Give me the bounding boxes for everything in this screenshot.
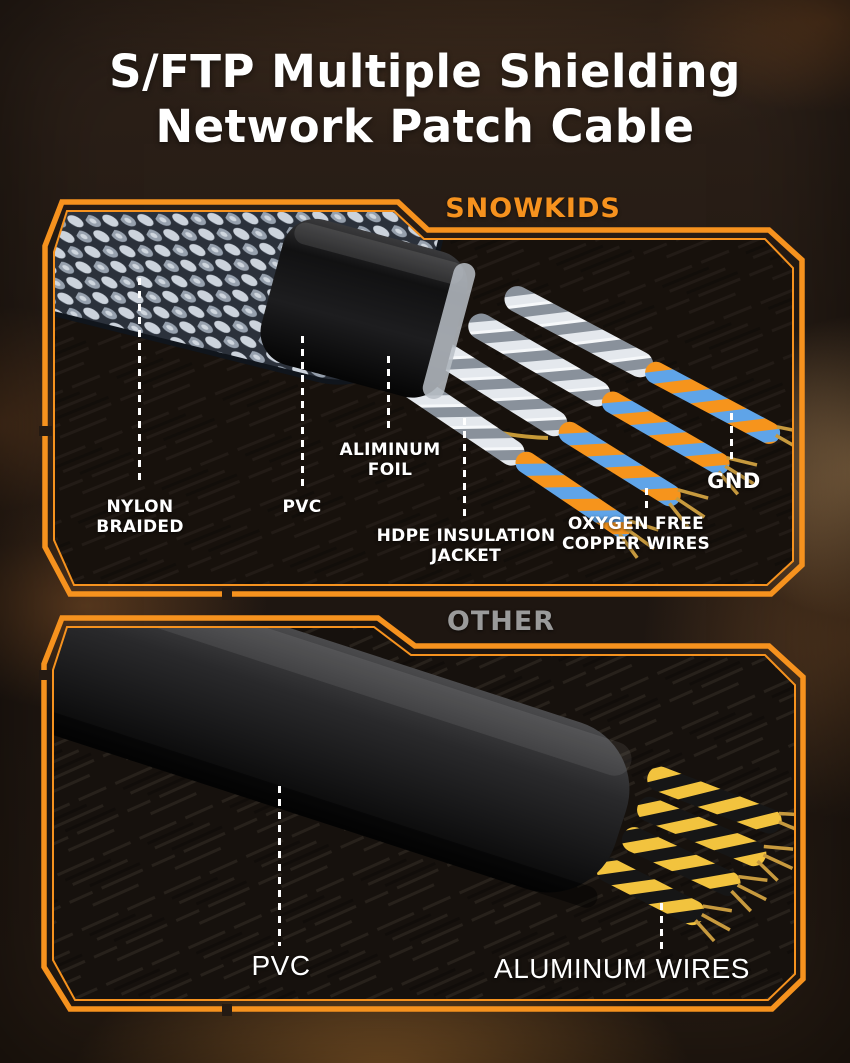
border-notch-bottom (222, 1004, 232, 1016)
twisted-pairs (395, 286, 793, 559)
other-panel-frame (39, 615, 806, 1016)
page-title: S/FTP Multiple Shielding Network Patch C… (0, 44, 850, 154)
leader-line-copper (645, 488, 648, 512)
callout-nylon-braided: NYLON BRAIDED (96, 497, 184, 537)
callout-hdpe-insulation-jacket: HDPE INSULATION JACKET (376, 526, 556, 566)
leader-line-gnd (730, 413, 733, 462)
callout-aluminum-wires: ALUMINUM WIRES (494, 953, 750, 984)
panel-border-outer (42, 199, 805, 597)
other-cable-illustration (53, 627, 795, 943)
leader-line-foil (387, 356, 390, 434)
border-notch-bottom (222, 588, 232, 600)
pvc-sleeve (260, 218, 476, 400)
callout-pvc: PVC (282, 497, 322, 517)
callout-oxygen-free-copper-wires: OXYGEN FREE COPPER WIRES (561, 514, 711, 554)
callout-aluminum-foil: ALIMINUM FOIL (339, 440, 441, 480)
leader-line-pvc-other (278, 786, 281, 946)
callout-pvc-other: PVC (251, 950, 311, 981)
snowkids-cable-illustration (54, 211, 793, 559)
brand-label-snowkids: SNOWKIDS (445, 193, 621, 224)
title-line-2: Network Patch Cable (155, 100, 695, 153)
border-notch-left (39, 670, 52, 680)
leader-line-pvc (301, 336, 304, 486)
twisted-pairs (596, 766, 795, 943)
callout-gnd: GND (707, 469, 761, 493)
panel-border-inner (52, 626, 796, 1001)
brand-label-other: OTHER (446, 606, 556, 637)
border-notch-left (39, 426, 52, 436)
leader-line-nylon (138, 278, 141, 486)
panel-border-outer (41, 615, 806, 1012)
pvc-sleeve (53, 627, 632, 908)
leader-line-aluminum (660, 903, 663, 952)
snowkids-panel-frame (39, 199, 805, 600)
leader-line-hdpe (463, 418, 466, 520)
panel-border-inner (53, 210, 794, 586)
title-line-1: S/FTP Multiple Shielding (109, 45, 741, 98)
